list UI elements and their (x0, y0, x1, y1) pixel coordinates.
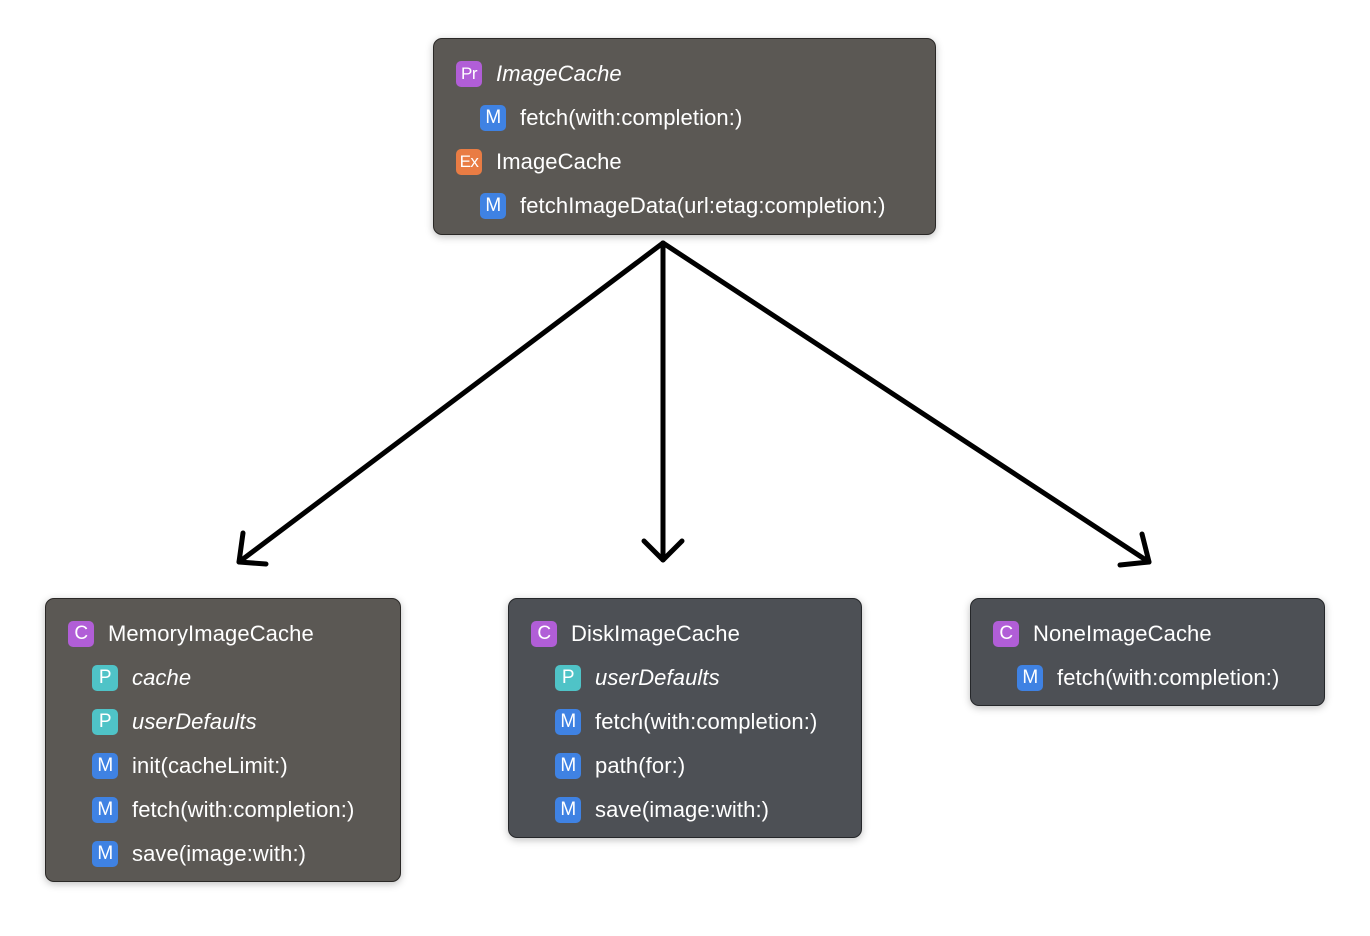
method-icon: M (92, 753, 118, 779)
property-icon: P (555, 665, 581, 691)
method-icon: M (1017, 665, 1043, 691)
member-row[interactable]: Ex ImageCache (434, 140, 935, 184)
protocol-icon: Pr (456, 61, 482, 87)
member-label: MemoryImageCache (108, 621, 314, 646)
member-label: fetchImageData(url:etag:completion:) (520, 193, 886, 218)
member-label: fetch(with:completion:) (520, 105, 743, 130)
method-icon: M (555, 709, 581, 735)
member-label: userDefaults (132, 709, 257, 734)
member-label: cache (132, 665, 192, 690)
property-icon: P (92, 709, 118, 735)
class-icon: C (68, 621, 94, 647)
member-label: userDefaults (595, 665, 720, 690)
member-label: fetch(with:completion:) (132, 797, 355, 822)
method-icon: M (480, 105, 506, 131)
method-icon: M (480, 193, 506, 219)
member-label: DiskImageCache (571, 621, 740, 646)
member-label: fetch(with:completion:) (595, 709, 818, 734)
member-label: ImageCache (496, 149, 622, 174)
property-icon: P (92, 665, 118, 691)
arrow-line-memory (236, 240, 666, 565)
method-icon: M (555, 753, 581, 779)
member-row[interactable]: C DiskImageCache (509, 612, 861, 656)
method-icon: M (555, 797, 581, 823)
member-label: fetch(with:completion:) (1057, 665, 1280, 690)
method-icon: M (92, 797, 118, 823)
class-icon: C (993, 621, 1019, 647)
member-row[interactable]: C NoneImageCache (971, 612, 1324, 656)
member-label: ImageCache (496, 61, 622, 86)
arrowhead-none (1117, 531, 1152, 568)
member-row[interactable]: C MemoryImageCache (46, 612, 400, 656)
extension-icon: Ex (456, 149, 482, 175)
arrow-line-none (660, 240, 1152, 565)
member-label: save(image:with:) (595, 797, 770, 822)
member-label: path(for:) (595, 753, 686, 778)
class-icon: C (531, 621, 557, 647)
method-icon: M (92, 841, 118, 867)
member-label: init(cacheLimit:) (132, 753, 288, 778)
member-label: NoneImageCache (1033, 621, 1212, 646)
arrowhead-disk (641, 538, 685, 563)
arrowhead-memory (236, 530, 269, 567)
member-label: save(image:with:) (132, 841, 307, 866)
member-row[interactable]: Pr ImageCache (434, 52, 935, 96)
